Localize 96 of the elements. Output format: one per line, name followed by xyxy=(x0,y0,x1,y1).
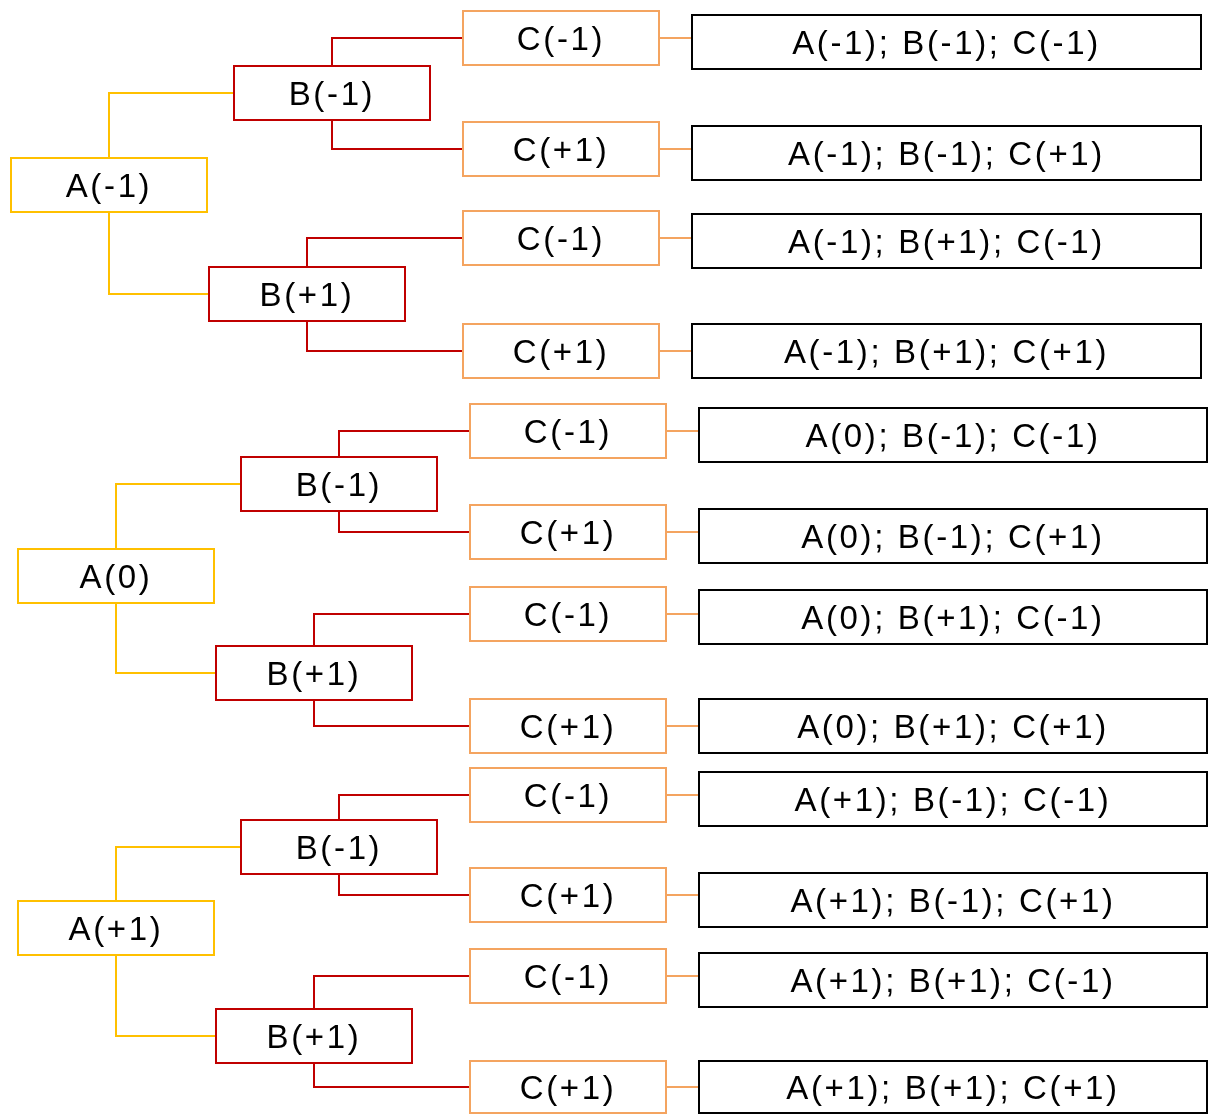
factor-level-box xyxy=(469,403,667,459)
connector-line xyxy=(666,1086,699,1088)
box-label: C(+1) xyxy=(512,334,610,368)
box-label: A(-1) xyxy=(65,168,153,202)
connector-line xyxy=(313,613,470,646)
connector-line xyxy=(313,1063,470,1088)
box-label: C(+1) xyxy=(519,709,617,743)
factor-level-box xyxy=(462,10,660,66)
box-label: C(-1) xyxy=(523,959,613,993)
combination-box xyxy=(691,213,1202,269)
connector-line xyxy=(313,975,470,1009)
box-label: A(0); B(+1); C(-1) xyxy=(801,600,1105,634)
box-label: C(-1) xyxy=(523,597,613,631)
combination-box xyxy=(691,125,1202,181)
box-label: C(-1) xyxy=(516,21,606,55)
connector-line xyxy=(659,37,692,39)
box-label: C(+1) xyxy=(519,515,617,549)
combination-box xyxy=(691,323,1202,379)
combination-box xyxy=(698,508,1208,564)
connector-line xyxy=(338,430,470,457)
factor-level-box xyxy=(469,698,667,754)
connector-line xyxy=(659,148,692,150)
box-label: C(+1) xyxy=(519,878,617,912)
box-label: B(+1) xyxy=(259,277,355,311)
combination-box xyxy=(698,698,1208,754)
factor-level-box xyxy=(10,157,208,213)
connector-line xyxy=(115,846,241,901)
box-label: A(-1); B(-1); C(-1) xyxy=(792,25,1101,59)
factor-level-box xyxy=(462,210,660,266)
box-label: A(0); B(+1); C(+1) xyxy=(797,709,1109,743)
box-label: B(-1) xyxy=(295,467,383,501)
box-label: C(+1) xyxy=(512,132,610,166)
connector-line xyxy=(659,350,692,352)
connector-line xyxy=(306,237,463,267)
box-label: A(0) xyxy=(79,559,153,593)
connector-line xyxy=(659,237,692,239)
box-label: A(+1); B(+1); C(-1) xyxy=(790,963,1116,997)
connector-line xyxy=(331,120,463,150)
factor-level-box xyxy=(233,65,431,121)
connector-line xyxy=(313,700,470,727)
box-label: A(-1); B(+1); C(-1) xyxy=(788,224,1105,258)
connector-line xyxy=(666,894,699,896)
box-label: A(+1); B(+1); C(+1) xyxy=(786,1070,1120,1104)
factor-level-box xyxy=(469,867,667,923)
connector-line xyxy=(108,212,209,295)
combination-box xyxy=(698,952,1208,1008)
connector-line xyxy=(338,511,470,533)
box-label: B(+1) xyxy=(266,1019,362,1053)
connector-line xyxy=(115,483,241,549)
factor-level-box xyxy=(469,586,667,642)
factor-level-box xyxy=(469,767,667,823)
factor-level-box xyxy=(240,819,438,875)
factor-level-box xyxy=(462,121,660,177)
connector-line xyxy=(108,92,234,158)
box-label: A(0); B(-1); C(+1) xyxy=(801,519,1105,553)
box-label: A(0); B(-1); C(-1) xyxy=(805,418,1101,452)
connector-line xyxy=(666,531,699,533)
box-label: A(+1) xyxy=(68,911,164,945)
factor-level-box xyxy=(469,1060,667,1114)
connector-line xyxy=(306,321,463,352)
factor-level-box xyxy=(215,645,413,701)
factor-level-box xyxy=(469,504,667,560)
combination-box xyxy=(698,872,1208,928)
box-label: C(-1) xyxy=(523,778,613,812)
connector-line xyxy=(338,874,470,896)
connector-line xyxy=(115,955,216,1037)
connector-line xyxy=(331,37,463,66)
factor-level-box xyxy=(462,323,660,379)
box-label: C(-1) xyxy=(516,221,606,255)
box-label: B(-1) xyxy=(295,830,383,864)
factor-level-box xyxy=(17,900,215,956)
connector-line xyxy=(666,975,699,977)
factor-level-box xyxy=(215,1008,413,1064)
box-label: A(+1); B(-1); C(+1) xyxy=(790,883,1116,917)
connector-line xyxy=(666,794,699,796)
box-label: C(+1) xyxy=(519,1070,617,1104)
factor-level-box xyxy=(208,266,406,322)
box-label: A(+1); B(-1); C(-1) xyxy=(794,782,1112,816)
combination-box xyxy=(698,589,1208,645)
factor-level-box xyxy=(17,548,215,604)
connector-line xyxy=(666,613,699,615)
combination-box xyxy=(691,14,1202,70)
box-label: B(+1) xyxy=(266,656,362,690)
connector-line xyxy=(338,794,470,820)
factor-level-box xyxy=(469,948,667,1004)
connector-line xyxy=(666,725,699,727)
box-label: B(-1) xyxy=(288,76,376,110)
box-label: C(-1) xyxy=(523,414,613,448)
connector-line xyxy=(666,430,699,432)
factor-level-box xyxy=(240,456,438,512)
combination-box xyxy=(698,407,1208,463)
combination-box xyxy=(698,1060,1208,1114)
box-label: A(-1); B(+1); C(+1) xyxy=(783,334,1110,368)
box-label: A(-1); B(-1); C(+1) xyxy=(788,136,1105,170)
connector-line xyxy=(115,603,216,674)
combination-box xyxy=(698,771,1208,827)
